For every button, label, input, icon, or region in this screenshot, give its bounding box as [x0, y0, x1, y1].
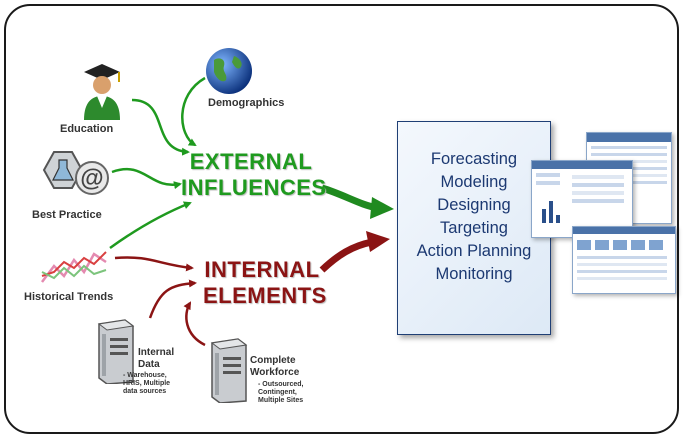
internal-data-label: Internal Data — [138, 347, 175, 370]
outcome-item: Action Planning — [416, 242, 532, 260]
outcome-item: Monitoring — [435, 265, 513, 283]
arrow-education — [131, 98, 190, 156]
complete-workforce-detail: - Outsourced, Contingent, Multiple Sites — [258, 381, 304, 404]
globe-icon — [204, 46, 254, 101]
server-icon — [95, 318, 137, 389]
outcome-item: Modeling — [440, 173, 508, 191]
best-practice-label: Best Practice — [32, 209, 102, 221]
outcome-item: Designing — [437, 196, 511, 214]
dashboard-thumbnail-middle — [531, 160, 633, 238]
arrow-workforce — [183, 301, 206, 347]
historical-trends-label: Historical Trends — [24, 291, 114, 303]
server-icon — [208, 337, 250, 408]
flask-at-icon: @ — [42, 150, 114, 209]
dashboard-thumbnail-front — [572, 226, 676, 294]
trend-chart-icon — [40, 246, 110, 291]
arrow-historical-green — [109, 201, 192, 250]
arrow-historical-red — [114, 256, 194, 272]
outcomes-box: Forecasting Modeling Designing Targeting… — [397, 121, 551, 335]
outcome-item: Forecasting — [430, 150, 518, 168]
svg-text:@: @ — [80, 165, 103, 192]
arrow-external-to-box — [320, 184, 379, 212]
outcomes-list: Forecasting Modeling Designing Targeting… — [404, 148, 544, 286]
arrow-internal-data — [148, 279, 197, 319]
demographics-label: Demographics — [208, 97, 285, 109]
graduate-icon — [80, 58, 124, 125]
arrow-best-practice — [111, 167, 182, 190]
external-influences-title: EXTERNAL INFLUENCES — [181, 149, 327, 200]
outcome-item: Targeting — [440, 219, 508, 237]
internal-elements-title: INTERNAL ELEMENTS — [203, 257, 327, 308]
internal-data-detail: - Warehouse, HRIS, Multiple data sources — [123, 372, 171, 395]
arrow-internal-to-box — [319, 238, 373, 273]
complete-workforce-label: Complete Workforce — [250, 355, 300, 378]
arrow-demographics — [181, 76, 206, 147]
education-label: Education — [60, 123, 114, 135]
